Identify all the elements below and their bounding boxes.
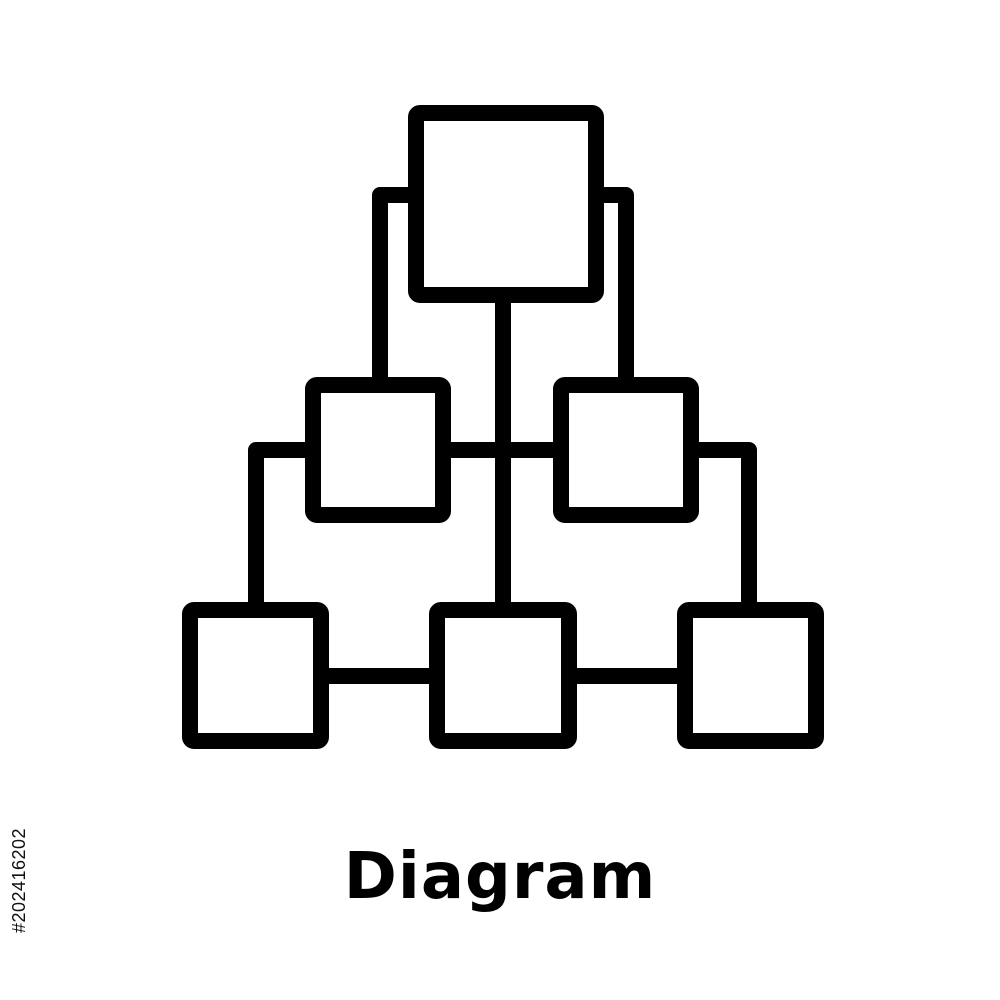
- connector-root-to-mid-right: [588, 187, 634, 393]
- node-bottom-center: [429, 602, 577, 749]
- caption-title: Diagram: [343, 840, 657, 914]
- node-bottom-right: [677, 602, 824, 749]
- node-root: [408, 105, 604, 303]
- node-mid-left: [305, 377, 451, 523]
- node-mid-right: [553, 377, 699, 523]
- connector-root-to-mid-left: [372, 187, 424, 393]
- connector-mid-left-to-bottom-left: [248, 442, 321, 618]
- connector-mid-right-to-bottom-right: [683, 442, 757, 618]
- node-bottom-left: [182, 602, 329, 749]
